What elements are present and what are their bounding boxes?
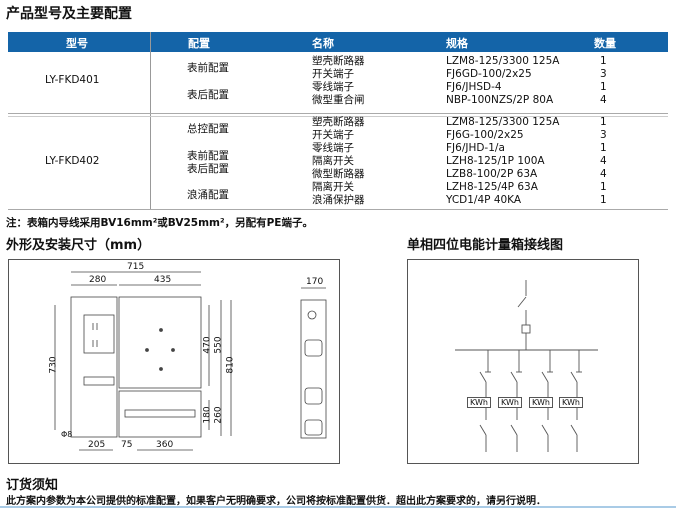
- item-qty: 1: [600, 181, 607, 193]
- item-qty: 1: [600, 81, 607, 93]
- col-spec: 规格: [446, 37, 468, 50]
- dim-hole: Φ8: [61, 430, 73, 439]
- kwh-meter-3: KWh: [529, 397, 553, 408]
- item-spec: FJ6/JHD-1/a: [446, 142, 505, 154]
- item-spec: FJ6/JHSD-4: [446, 81, 502, 93]
- item-spec: LZM8-125/3300 125A: [446, 116, 560, 128]
- config-cell: 浪涌配置: [187, 189, 229, 201]
- enclosure-drawing-svg: [54, 271, 327, 451]
- item-qty: 1: [600, 194, 607, 206]
- wire: [541, 371, 549, 383]
- table-bottom-line: [8, 209, 668, 210]
- wire: [510, 371, 518, 383]
- item-name: 零线端子: [312, 142, 354, 154]
- item-spec: LZH8-125/1P 100A: [446, 155, 545, 167]
- dim-360: 360: [156, 440, 174, 450]
- kwh-meter-4: KWh: [559, 397, 583, 408]
- item-name: 零线端子: [312, 81, 354, 93]
- item-spec: LZM8-125/3300 125A: [446, 55, 560, 67]
- wire: [570, 424, 578, 436]
- model-cell: LY-FKD401: [45, 74, 100, 86]
- item-qty: 1: [600, 55, 607, 67]
- dim-550: 550: [213, 336, 224, 354]
- bottom-compartment: [118, 390, 202, 438]
- dim-205: 205: [88, 440, 106, 450]
- item-name: 微型重合闸: [312, 94, 365, 106]
- col-qty: 数量: [594, 37, 616, 50]
- items-qty: 1 3 1 4: [600, 55, 607, 107]
- item-name: 塑壳断路器: [312, 116, 365, 128]
- top-compartment: [118, 296, 202, 389]
- dim-435: 435: [154, 275, 172, 285]
- item-name: 微型断路器: [312, 168, 365, 180]
- wiring-heading: 单相四位电能计量箱接线图: [407, 238, 564, 253]
- items-name: 塑壳断路器 开关端子 零线端子 微型重合闸: [312, 55, 365, 107]
- wire: [479, 371, 487, 383]
- branches: [479, 350, 582, 452]
- item-spec: YCD1/4P 40KA: [446, 194, 522, 206]
- item-name: 开关端子: [312, 68, 354, 80]
- config-cell: 表后配置: [187, 89, 229, 101]
- kwh-meter-2: KWh: [498, 397, 522, 408]
- table-note: 注：表箱内导线采用BV16mm²或BV25mm²，另配有PE端子。: [6, 217, 313, 229]
- column-divider: [150, 32, 151, 210]
- dim-75: 75: [121, 440, 133, 450]
- side-view: [300, 299, 327, 439]
- wire: [479, 424, 487, 436]
- item-qty: 4: [600, 155, 607, 167]
- dim-715: 715: [127, 262, 145, 272]
- item-qty: 4: [600, 94, 607, 106]
- config-cell: 表前配置: [187, 150, 229, 162]
- item-name: 塑壳断路器: [312, 55, 365, 67]
- wiring-svg: [455, 280, 598, 452]
- item-spec: NBP-100NZS/2P 80A: [446, 94, 554, 106]
- wire: [541, 424, 549, 436]
- bottom-rule: [0, 506, 676, 508]
- dim-280: 280: [89, 275, 107, 285]
- dimensions-heading: 外形及安装尺寸（mm）: [6, 238, 151, 253]
- wire: [510, 424, 518, 436]
- dim-470: 470: [202, 336, 213, 354]
- main-breaker-box: [521, 324, 531, 334]
- item-name: 开关端子: [312, 129, 354, 141]
- dim-170: 170: [306, 277, 324, 287]
- config-cell: 表后配置: [187, 163, 229, 175]
- item-qty: 4: [600, 168, 607, 180]
- col-name: 名称: [312, 37, 334, 50]
- wire: [570, 371, 578, 383]
- item-qty: 1: [600, 142, 607, 154]
- item-spec: LZB8-100/2P 63A: [446, 168, 538, 180]
- item-name: 隔离开关: [312, 155, 354, 167]
- items-spec: LZM8-125/3300 125A FJ6G-100/2x25 FJ6/JHD…: [446, 116, 559, 207]
- kwh-meter-1: KWh: [467, 397, 491, 408]
- meter-compartment: [70, 296, 118, 438]
- item-spec: FJ6GD-100/2x25: [446, 68, 532, 80]
- ordering-heading: 订货须知: [6, 478, 59, 493]
- dim-810: 810: [225, 356, 236, 374]
- dim-180: 180: [202, 406, 213, 424]
- ordering-text: 此方案内参数为本公司提供的标准配置，如果客户无明确要求，公司将按标准配置供货．超…: [6, 496, 546, 507]
- item-spec: LZH8-125/4P 63A: [446, 181, 538, 193]
- wiring-diagram: KWh KWh KWh KWh: [407, 259, 639, 464]
- items-qty: 1 3 1 4 4 1 1: [600, 116, 607, 207]
- dim-730: 730: [48, 356, 59, 374]
- row-separator: [8, 113, 668, 117]
- config-cell: 表前配置: [187, 62, 229, 74]
- items-spec: LZM8-125/3300 125A FJ6GD-100/2x25 FJ6/JH…: [446, 55, 559, 107]
- model-cell: LY-FKD402: [45, 155, 100, 167]
- dim-260: 260: [213, 406, 224, 424]
- config-cell: 总控配置: [187, 123, 229, 135]
- items-name: 塑壳断路器 开关端子 零线端子 隔离开关 微型断路器 隔离开关 浪涌保护器: [312, 116, 365, 207]
- item-qty: 1: [600, 116, 607, 128]
- col-model: 型号: [66, 37, 88, 50]
- item-name: 隔离开关: [312, 181, 354, 193]
- page-title: 产品型号及主要配置: [6, 6, 132, 22]
- item-spec: FJ6G-100/2x25: [446, 129, 524, 141]
- item-name: 浪涌保护器: [312, 194, 365, 206]
- item-qty: 3: [600, 129, 607, 141]
- table-header: 型号 配置 名称 规格 数量: [8, 32, 668, 52]
- col-config: 配置: [188, 37, 210, 50]
- item-qty: 3: [600, 68, 607, 80]
- dimension-drawing: 715 280 435 730 470 550 810 180 260 205 …: [8, 259, 340, 464]
